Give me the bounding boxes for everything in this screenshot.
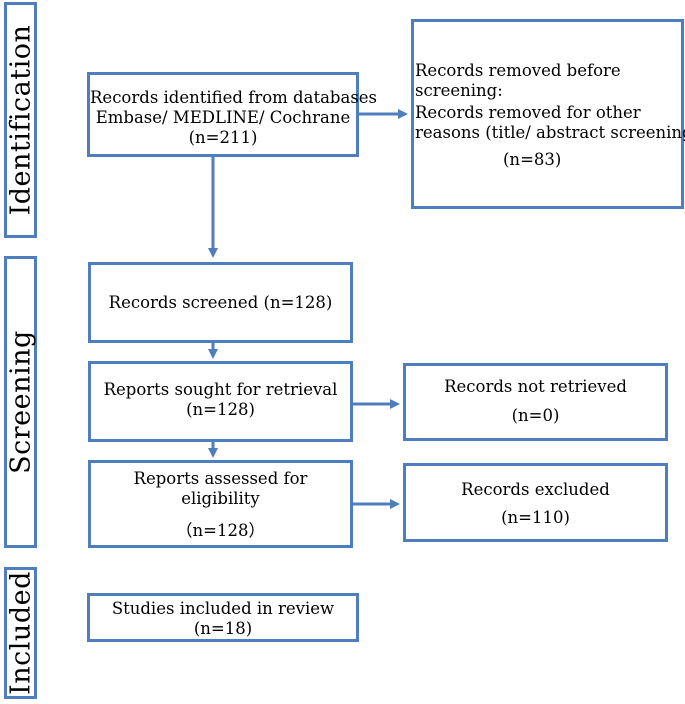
reports-assessed-line2: eligibility: [181, 489, 260, 509]
studies-included-count: (n=18): [193, 619, 253, 639]
records-not-retrieved-label: Records not retrieved: [444, 377, 627, 396]
records-not-retrieved-count: (n=0): [511, 406, 560, 426]
records-removed-count: (n=83): [503, 149, 562, 169]
reports-sought-count: (n=128): [186, 400, 255, 420]
records-identified-box: Records identified from databases Embase…: [87, 72, 378, 157]
reports-sought-label: Reports sought for retrieval: [103, 380, 338, 399]
records-excluded-count: (n=110): [501, 508, 570, 528]
records-identified-line1: Records identified from databases: [90, 88, 378, 107]
records-identified-line2: Embase/ MEDLINE/ Cochrane: [95, 108, 351, 128]
records-screened-box: Records screened (n=128): [88, 262, 353, 343]
reports-sought-box: Reports sought for retrieval (n=128): [88, 361, 353, 442]
records-removed-box: Records removed before screening: Record…: [411, 19, 685, 209]
records-excluded-box: Records excluded (n=110): [403, 463, 668, 542]
reports-assessed-line1: Reports assessed for: [133, 469, 308, 488]
reports-assessed-box: Reports assessed for eligibility （n=128）: [88, 460, 353, 548]
reports-assessed-count: （n=128）: [176, 521, 265, 541]
records-removed-line4: reasons (title/ abstract screening): [415, 123, 685, 143]
records-identified-count: (n=211): [188, 128, 258, 148]
records-removed-line2: screening:: [415, 81, 503, 101]
studies-included-label: Studies included in review: [111, 599, 335, 618]
records-excluded-label: Records excluded: [461, 480, 610, 499]
studies-included-box: Studies included in review (n=18): [87, 593, 359, 642]
phase-screening: Screening: [4, 256, 37, 548]
phase-identification: Identification: [4, 2, 37, 238]
records-screened-label: Records screened (n=128): [108, 293, 333, 312]
records-removed-line3: Records removed for other: [415, 103, 641, 123]
records-not-retrieved-box: Records not retrieved (n=0): [403, 363, 668, 441]
phase-included: Included: [4, 567, 37, 699]
records-removed-line1: Records removed before: [415, 61, 621, 80]
